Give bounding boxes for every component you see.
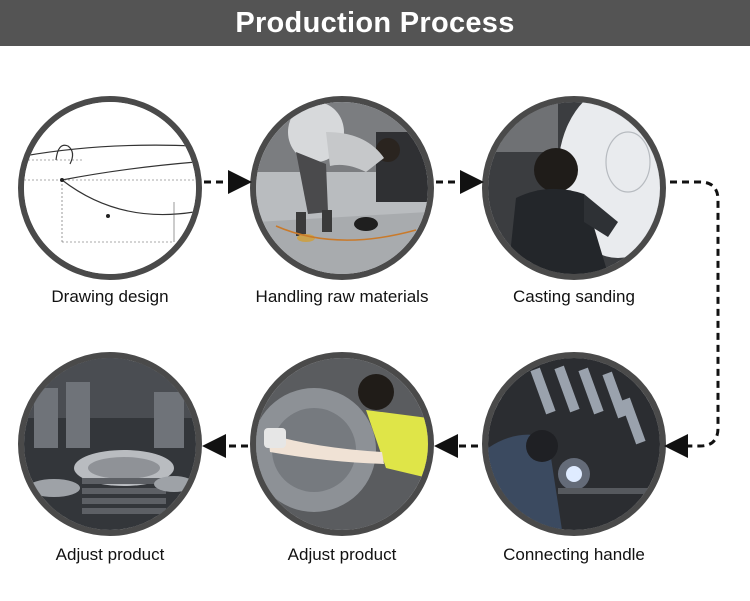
step-label-connecting-handle: Connecting handle: [503, 545, 645, 564]
step-photo-adjust-product-middle: [250, 352, 434, 536]
connecting-handle-photo: [488, 358, 660, 530]
step-label-adjust-product-middle: Adjust product: [287, 545, 397, 564]
step-photo-casting-sanding: [482, 96, 666, 280]
header-bar: Production Process: [0, 0, 750, 46]
adjust-product-middle-photo: [256, 358, 428, 530]
step-photo-adjust-product-left: [18, 352, 202, 536]
raw-materials-photo: [256, 102, 428, 274]
step-photo-drawing-design: [18, 96, 202, 280]
adjust-product-left-photo: [24, 358, 196, 530]
step-label-adjust-product-left: Adjust product: [55, 545, 165, 564]
drawing-design-sketch: [24, 102, 196, 274]
page-title: Production Process: [235, 6, 515, 39]
step-photo-handling-raw-materials: [250, 96, 434, 280]
step-label-casting-sanding: Casting sanding: [513, 287, 635, 306]
step-label-drawing-design: Drawing design: [51, 287, 169, 306]
casting-sanding-photo: [488, 102, 660, 274]
step-label-handling-raw-materials: Handling raw materials: [255, 287, 429, 306]
step-photo-connecting-handle: [482, 352, 666, 536]
arrow-step3-to-step4: [664, 180, 720, 458]
